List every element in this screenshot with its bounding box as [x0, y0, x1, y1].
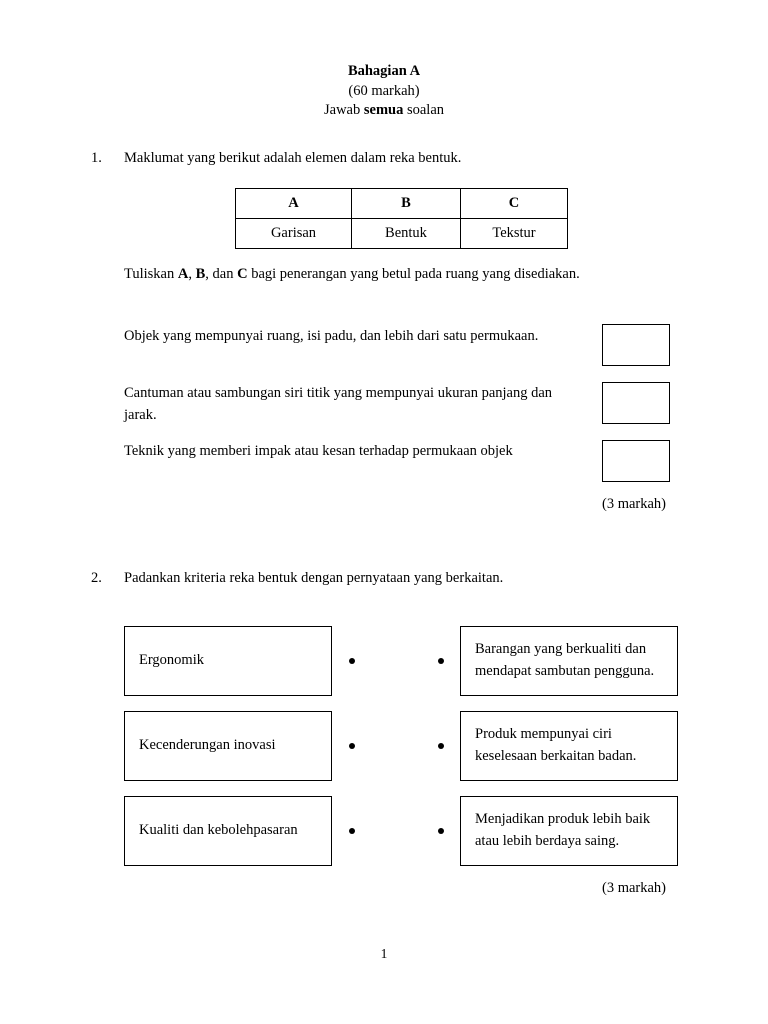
- section-marks: (60 markah): [348, 82, 420, 99]
- match-right-label-3: Menjadikan produk lebih baik atau lebih …: [475, 811, 651, 849]
- match-left-item-2: Kecenderungan inovasi: [124, 711, 332, 781]
- table-cell-tekstur: Tekstur: [460, 218, 568, 249]
- q1-instruction-a: A: [177, 266, 189, 282]
- answer-box-2[interactable]: [602, 382, 670, 424]
- section-title: Bahagian A: [347, 63, 421, 79]
- match-right-item-1: Barangan yang berkualiti dan mendapat sa…: [460, 626, 678, 696]
- question-2-number: 2.: [91, 570, 102, 586]
- table-cell-bentuk: Bentuk: [351, 218, 461, 249]
- answer-box-1[interactable]: [602, 324, 670, 366]
- match-dot-left-1[interactable]: [349, 658, 355, 664]
- section-header: Bahagian A (60 markah) Jawab semua soala…: [0, 62, 768, 121]
- question-1-marks: (3 markah): [602, 496, 667, 512]
- instruction-prefix: Jawab: [323, 102, 364, 119]
- q1-instruction-c: C: [237, 266, 248, 282]
- q1-instruction-suffix: bagi penerangan yang betul pada ruang ya…: [247, 266, 580, 282]
- match-left-item-3: Kualiti dan kebolehpasaran: [124, 796, 332, 866]
- table-row-values: Garisan Bentuk Tekstur: [235, 218, 568, 249]
- answer-box-3[interactable]: [602, 440, 670, 482]
- question-1-instruction: Tuliskan A, B, dan C bagi penerangan yan…: [124, 266, 580, 283]
- match-right-label-1: Barangan yang berkualiti dan mendapat sa…: [475, 641, 655, 679]
- table-row-headers: A B C: [235, 188, 568, 219]
- match-right-item-2: Produk mempunyai ciri keselesaan berkait…: [460, 711, 678, 781]
- elements-table: A B C Garisan Bentuk Tekstur: [235, 188, 568, 249]
- match-right-label-2: Produk mempunyai ciri keselesaan berkait…: [475, 726, 637, 764]
- q1-instruction-prefix: Tuliskan: [124, 266, 178, 282]
- instruction-suffix: soalan: [403, 102, 445, 119]
- table-cell-garisan: Garisan: [235, 218, 352, 249]
- table-header-b: B: [351, 188, 461, 219]
- match-left-label-3: Kualiti dan kebolehpasaran: [139, 822, 298, 839]
- instruction-emphasis: semua: [363, 102, 404, 119]
- q1-instruction-b: B: [195, 266, 206, 282]
- page-number: 1: [380, 946, 388, 961]
- question-1-number: 1.: [91, 150, 102, 166]
- q1-instruction-sep2: , dan: [205, 266, 238, 282]
- match-dot-right-3[interactable]: [438, 828, 444, 834]
- statement-3: Teknik yang memberi impak atau kesan ter…: [124, 443, 513, 459]
- table-header-a: A: [235, 188, 352, 219]
- statement-2: Cantuman atau sambungan siri titik yang …: [124, 385, 553, 424]
- statement-1: Objek yang mempunyai ruang, isi padu, da…: [124, 328, 539, 344]
- match-right-item-3: Menjadikan produk lebih baik atau lebih …: [460, 796, 678, 866]
- q1-instruction-sep1: ,: [188, 266, 196, 282]
- match-dot-left-3[interactable]: [349, 828, 355, 834]
- match-left-item-1: Ergonomik: [124, 626, 332, 696]
- question-2-prompt: Padankan kriteria reka bentuk dengan per…: [124, 570, 504, 586]
- table-header-c: C: [460, 188, 568, 219]
- match-dot-right-1[interactable]: [438, 658, 444, 664]
- question-2-marks: (3 markah): [602, 880, 667, 896]
- match-left-label-1: Ergonomik: [139, 652, 204, 669]
- section-instruction: Jawab semua soalan: [0, 101, 768, 121]
- match-left-label-2: Kecenderungan inovasi: [139, 737, 276, 754]
- question-1-prompt: Maklumat yang berikut adalah elemen dala…: [124, 150, 462, 166]
- match-dot-left-2[interactable]: [349, 743, 355, 749]
- match-dot-right-2[interactable]: [438, 743, 444, 749]
